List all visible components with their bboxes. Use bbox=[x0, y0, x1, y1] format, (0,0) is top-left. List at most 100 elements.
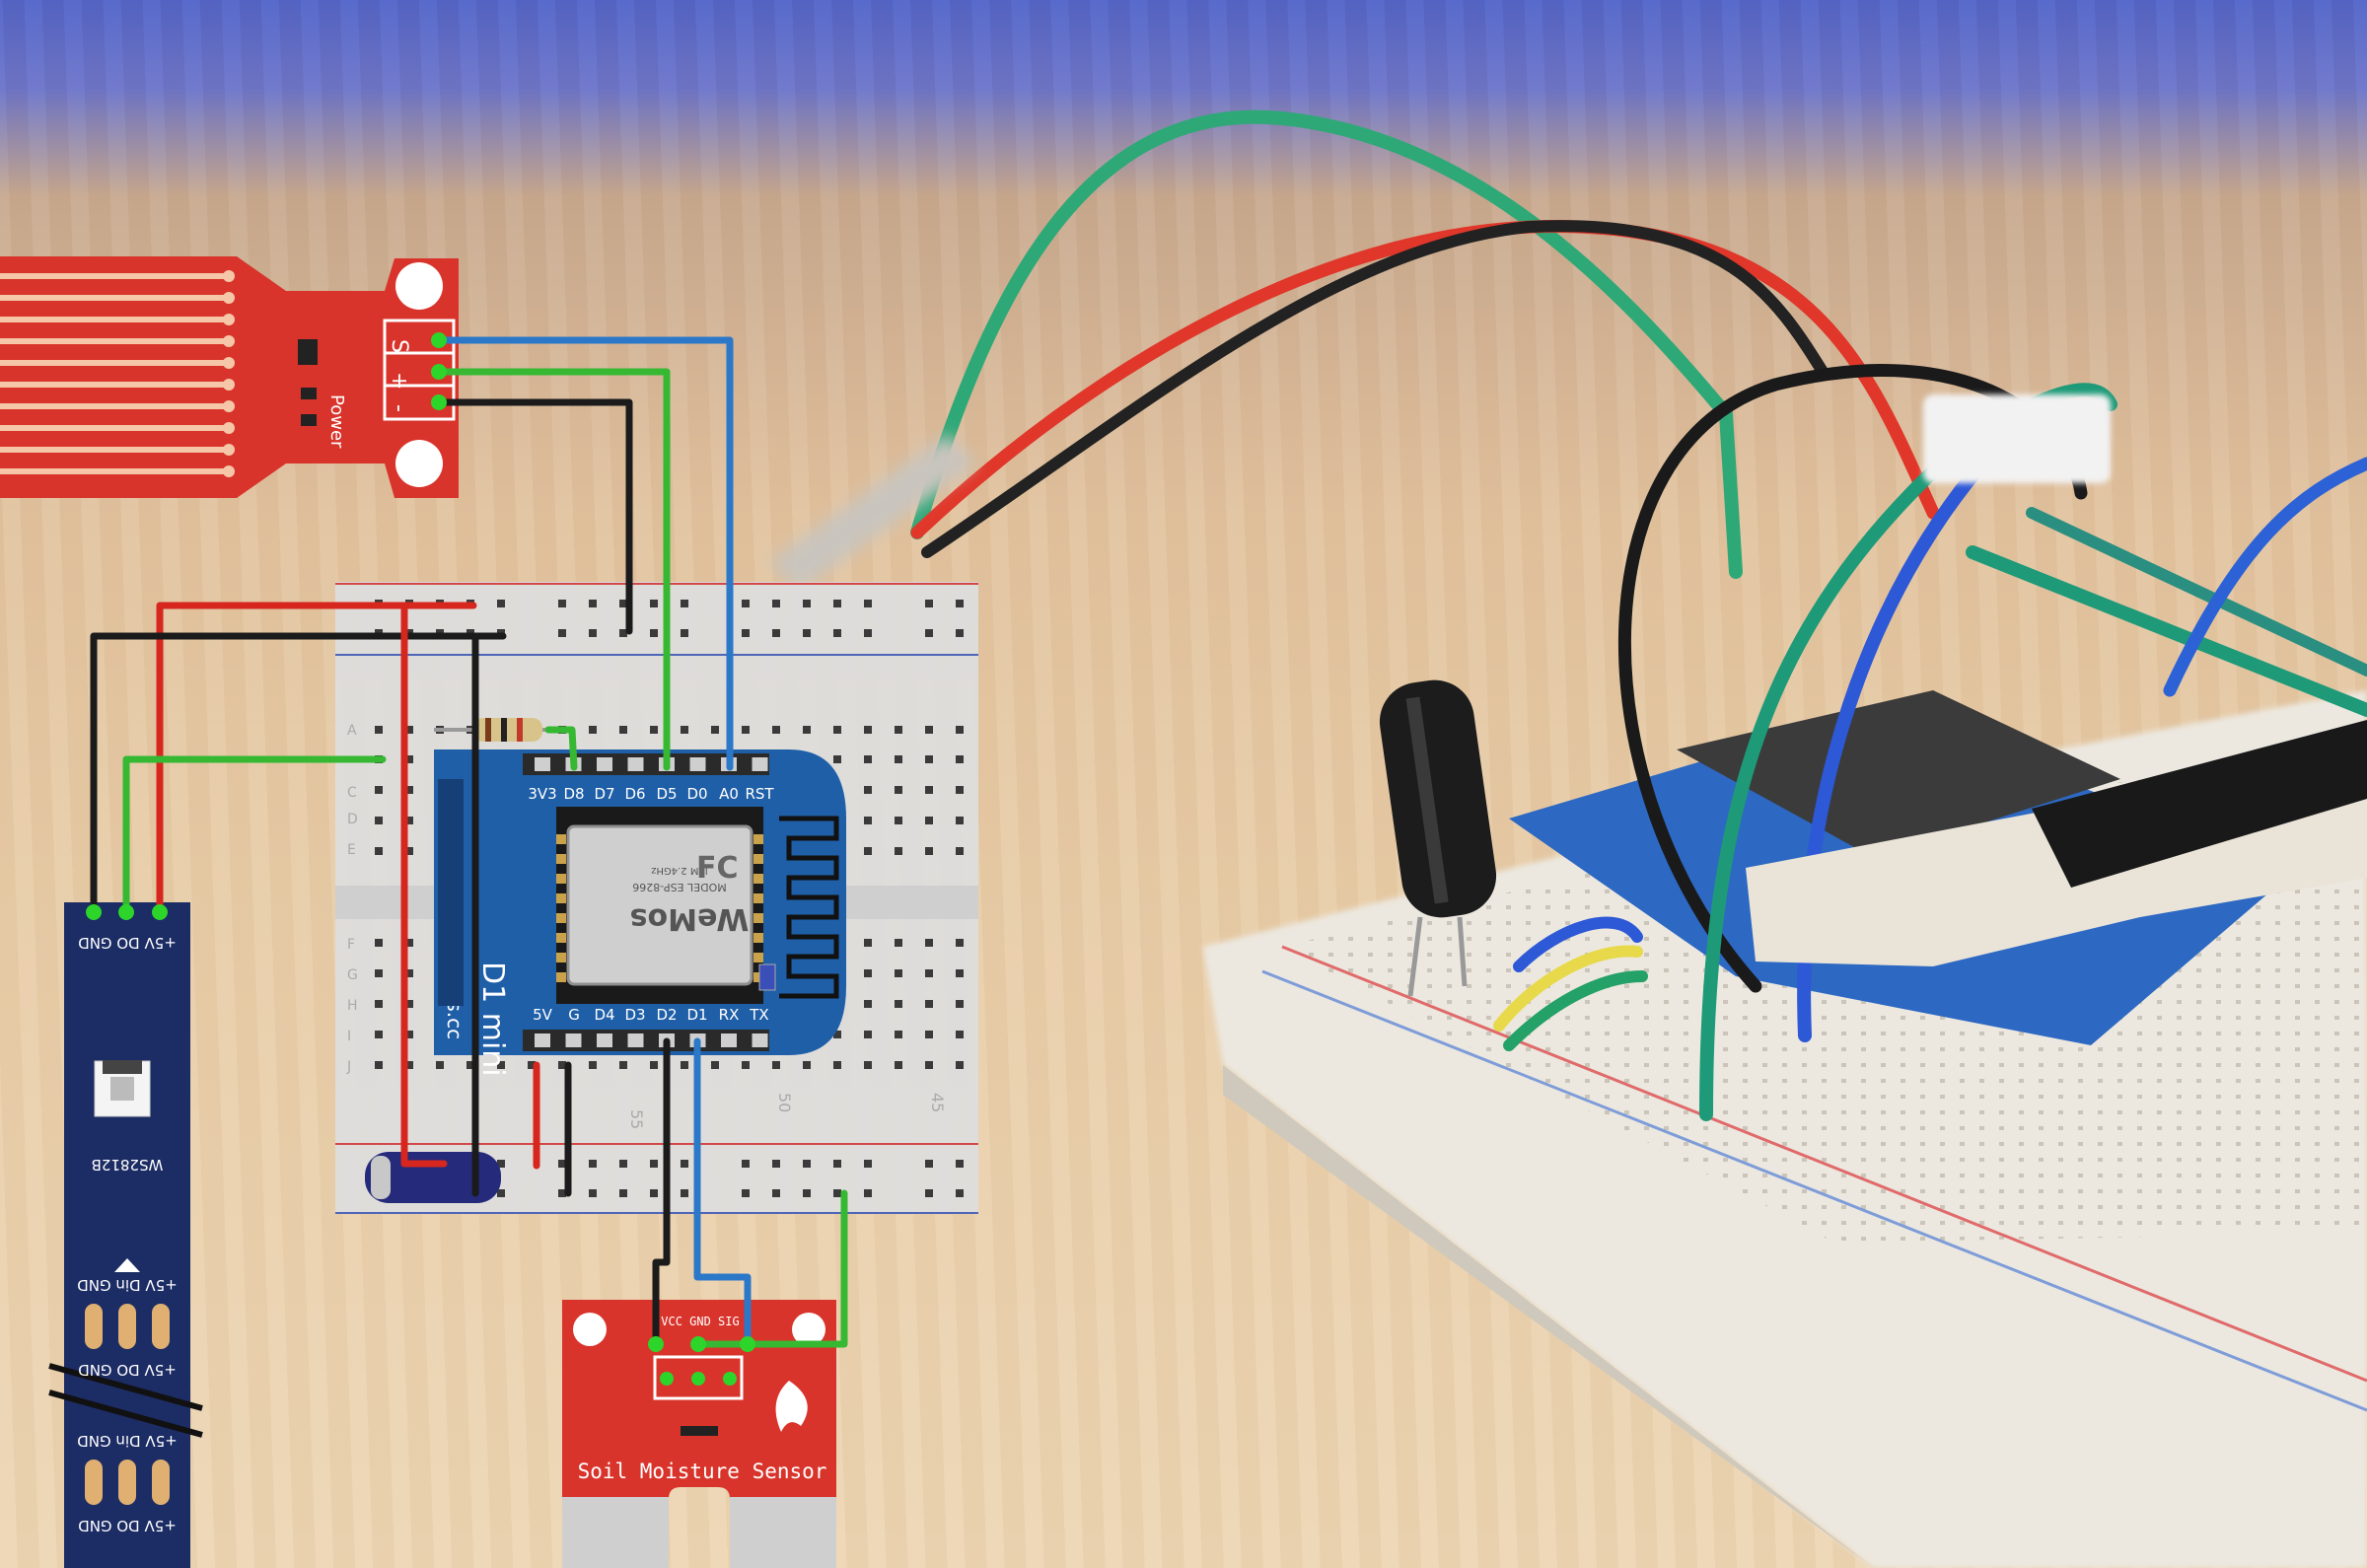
rail-hole bbox=[497, 600, 505, 607]
grid-hole bbox=[895, 969, 902, 977]
rail-hole bbox=[833, 600, 841, 607]
castellation-pad bbox=[556, 913, 566, 923]
wire-end-dots bbox=[86, 332, 755, 1386]
rail-hole bbox=[497, 1160, 505, 1168]
row-letter-c: C bbox=[347, 785, 357, 801]
grid-hole bbox=[375, 786, 383, 794]
wire-cap-positive bbox=[400, 602, 448, 1168]
rail-hole bbox=[803, 1189, 811, 1197]
pin-label-d7: D7 bbox=[594, 785, 614, 803]
castellation-pad bbox=[556, 854, 566, 864]
header-pin bbox=[535, 757, 550, 771]
header-pin bbox=[597, 1033, 612, 1047]
breadboard-col-numbers: 55 50 45 bbox=[627, 1093, 947, 1129]
grid-hole bbox=[497, 1061, 505, 1069]
castellation-pad bbox=[753, 972, 763, 982]
rail-hole bbox=[681, 600, 688, 607]
wire-d8-resistor bbox=[544, 726, 578, 771]
grid-hole bbox=[895, 1000, 902, 1008]
trace-pad bbox=[223, 270, 235, 282]
grid-hole bbox=[956, 786, 964, 794]
pin-label-a0: A0 bbox=[719, 785, 739, 803]
pin-label-5v: 5V bbox=[533, 1006, 553, 1024]
water-sensor-power-label: Power bbox=[326, 394, 347, 449]
castellation-pad bbox=[556, 933, 566, 943]
trace-pad bbox=[223, 335, 235, 347]
grid-hole bbox=[864, 726, 872, 734]
rail-hole bbox=[803, 1160, 811, 1168]
rail-hole bbox=[925, 629, 933, 637]
esp-model-line: MODEL ESP-8266 bbox=[632, 881, 726, 893]
castellation-pad bbox=[753, 893, 763, 903]
wire-strip-5v bbox=[156, 602, 477, 916]
water-sensor-pin-s-label: S bbox=[387, 339, 411, 353]
led-strip-cut-pins: +5V DO GND bbox=[78, 1361, 177, 1379]
grid-hole bbox=[895, 786, 902, 794]
rail-hole bbox=[742, 600, 750, 607]
led-strip bbox=[48, 902, 203, 1568]
grid-hole bbox=[956, 939, 964, 947]
grid-hole bbox=[405, 939, 413, 947]
grid-hole bbox=[864, 847, 872, 855]
wire-soil-gnd bbox=[652, 1037, 671, 1348]
esp-ism-line: ISM 2.4GHz bbox=[651, 865, 708, 876]
rail-hole bbox=[558, 629, 566, 637]
grid-hole bbox=[375, 1061, 383, 1069]
grid-hole bbox=[589, 726, 597, 734]
pin-label-d3: D3 bbox=[624, 1006, 645, 1024]
rail-hole bbox=[864, 600, 872, 607]
trace-pad bbox=[223, 292, 235, 304]
grid-hole bbox=[925, 1031, 933, 1038]
photo-water-sensor-edge bbox=[769, 434, 976, 592]
rail-hole bbox=[925, 1160, 933, 1168]
rail-hole bbox=[589, 629, 597, 637]
pin-label-d2: D2 bbox=[656, 1006, 677, 1024]
pin-label-d1: D1 bbox=[686, 1006, 707, 1024]
capacitor-diagram bbox=[365, 1152, 501, 1203]
water-sensor-traces bbox=[0, 270, 235, 477]
rail-hole bbox=[589, 600, 597, 607]
grid-hole bbox=[864, 755, 872, 763]
pin-label-rst: RST bbox=[745, 785, 774, 803]
grid-hole bbox=[405, 726, 413, 734]
rail-hole bbox=[681, 1160, 688, 1168]
wire-water-ground bbox=[435, 398, 633, 635]
grid-hole bbox=[864, 786, 872, 794]
row-letter-e: E bbox=[347, 842, 356, 858]
trace-pad bbox=[223, 314, 235, 325]
grid-hole bbox=[405, 847, 413, 855]
rail-hole bbox=[742, 1160, 750, 1168]
grid-hole bbox=[405, 755, 413, 763]
header-pin bbox=[627, 1033, 644, 1047]
soil-sensor-pin-labels: VCC GND SIG bbox=[661, 1315, 739, 1328]
grid-hole bbox=[619, 1061, 627, 1069]
rail-hole bbox=[956, 600, 964, 607]
grid-hole bbox=[895, 1061, 902, 1069]
grid-hole bbox=[742, 1061, 750, 1069]
grid-hole bbox=[925, 755, 933, 763]
pin-label-d5: D5 bbox=[656, 785, 677, 803]
grid-hole bbox=[895, 1031, 902, 1038]
rail-hole bbox=[742, 1189, 750, 1197]
grid-hole bbox=[895, 847, 902, 855]
grid-hole bbox=[405, 786, 413, 794]
grid-hole bbox=[405, 1031, 413, 1038]
row-letter-h: H bbox=[347, 998, 358, 1014]
wire-water-power bbox=[435, 368, 671, 771]
grid-hole bbox=[833, 1061, 841, 1069]
d1mini-top-pin-labels: 3V3 D8 D7 D6 D5 D0 A0 RST bbox=[528, 785, 774, 803]
header-pin bbox=[565, 1033, 582, 1047]
rail-hole bbox=[589, 1160, 597, 1168]
trace-pad bbox=[223, 422, 235, 434]
grid-hole bbox=[558, 1061, 566, 1069]
rail-hole bbox=[589, 1189, 597, 1197]
grid-hole bbox=[405, 817, 413, 824]
grid-hole bbox=[956, 1061, 964, 1069]
row-letter-i: I bbox=[347, 1029, 351, 1044]
grid-hole bbox=[436, 1061, 444, 1069]
grid-hole bbox=[619, 726, 627, 734]
diagram-wires bbox=[90, 336, 848, 1348]
col-number-45: 45 bbox=[928, 1093, 947, 1112]
rail-hole bbox=[956, 1160, 964, 1168]
grid-hole bbox=[681, 1061, 688, 1069]
